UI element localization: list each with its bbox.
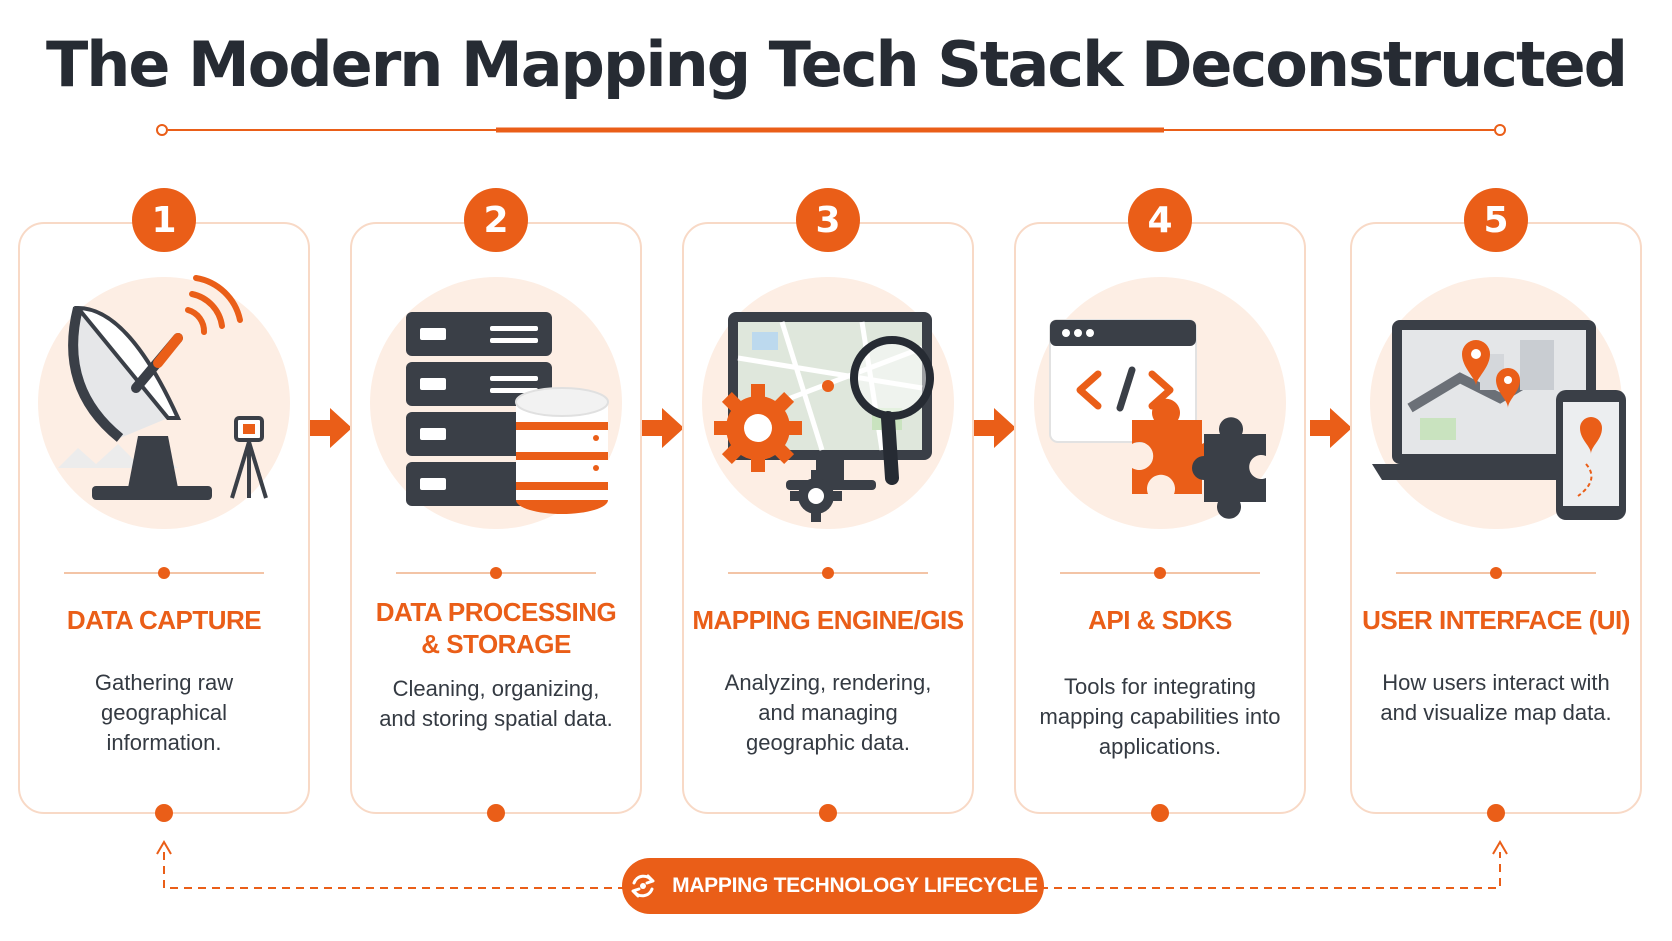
stage-title: DATA PROCESSING & STORAGE	[375, 597, 617, 659]
arrow-right-icon	[310, 408, 352, 448]
stage-description: How users interact with and visualize ma…	[1380, 670, 1612, 725]
stage-description: Tools for integrating mapping capabiliti…	[1039, 674, 1281, 759]
lifecycle-label-text: MAPPING TECHNOLOGY LIFECYCLE	[672, 874, 1038, 897]
monitor-map-magnifier-icon	[702, 277, 954, 529]
stage-separator	[1060, 567, 1260, 579]
stage-title: MAPPING ENGINE/GIS	[692, 605, 964, 635]
stage-number-badge: 1	[132, 188, 196, 252]
laptop-phone-map-icon	[1370, 277, 1626, 529]
stage-description: Cleaning, organizing, and storing spatia…	[379, 676, 613, 731]
stage-bottom-dot	[1151, 804, 1169, 822]
stage-separator	[396, 567, 596, 579]
stage-title: API & SDKS	[1088, 605, 1232, 635]
page-title: The Modern Mapping Tech Stack Deconstruc…	[45, 28, 1628, 101]
lifecycle-label: MAPPING TECHNOLOGY LIFECYCLE	[622, 858, 1044, 914]
stage-number-badge: 5	[1464, 188, 1528, 252]
satellite-dish-icon	[38, 275, 290, 529]
stage-number-badge: 3	[796, 188, 860, 252]
stage-number-badge: 2	[464, 188, 528, 252]
cycle-icon	[631, 874, 655, 898]
arrow-right-icon	[1310, 408, 1352, 448]
stage-title: USER INTERFACE (UI)	[1362, 605, 1630, 635]
stage-separator	[1396, 567, 1596, 579]
stage-description: Analyzing, rendering, and managing geogr…	[724, 670, 932, 755]
stage-title: DATA CAPTURE	[66, 605, 262, 635]
stage-description: Gathering raw geographical information.	[94, 670, 234, 755]
code-window-puzzle-icon	[1034, 277, 1286, 529]
title-underline	[156, 124, 1506, 136]
stage-separator	[64, 567, 264, 579]
stage-number-badge: 4	[1128, 188, 1192, 252]
stage-bottom-dot	[487, 804, 505, 822]
stage-bottom-dot	[155, 804, 173, 822]
stage-separator	[728, 567, 928, 579]
server-database-icon	[370, 277, 622, 529]
arrow-right-icon	[974, 408, 1016, 448]
stage-bottom-dot	[819, 804, 837, 822]
stage-bottom-dot	[1487, 804, 1505, 822]
lifecycle-loop-arrow	[156, 840, 1508, 889]
arrow-right-icon	[642, 408, 684, 448]
